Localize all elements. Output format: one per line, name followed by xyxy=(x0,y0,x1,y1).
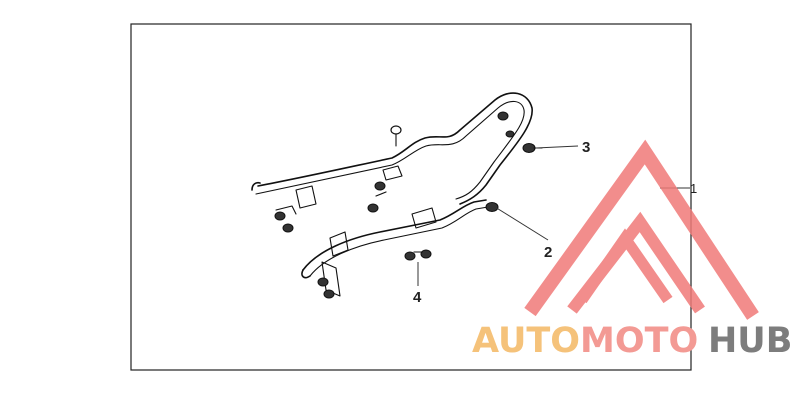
automotohub-logo xyxy=(524,139,759,320)
watermark-wordmark: AUTO MOTO HUB xyxy=(472,321,792,361)
callout-3: 3 xyxy=(582,139,590,156)
watermark-hub: HUB xyxy=(708,321,792,361)
callout-2: 2 xyxy=(544,244,552,261)
callout-1: 1 xyxy=(690,181,697,196)
watermark-auto: AUTO xyxy=(472,321,580,361)
bolt-hardware xyxy=(274,111,543,299)
callout-4: 4 xyxy=(413,289,422,306)
diagram-frame xyxy=(130,23,692,371)
grab-rail-part xyxy=(251,92,533,297)
watermark-moto: MOTO xyxy=(580,321,698,361)
